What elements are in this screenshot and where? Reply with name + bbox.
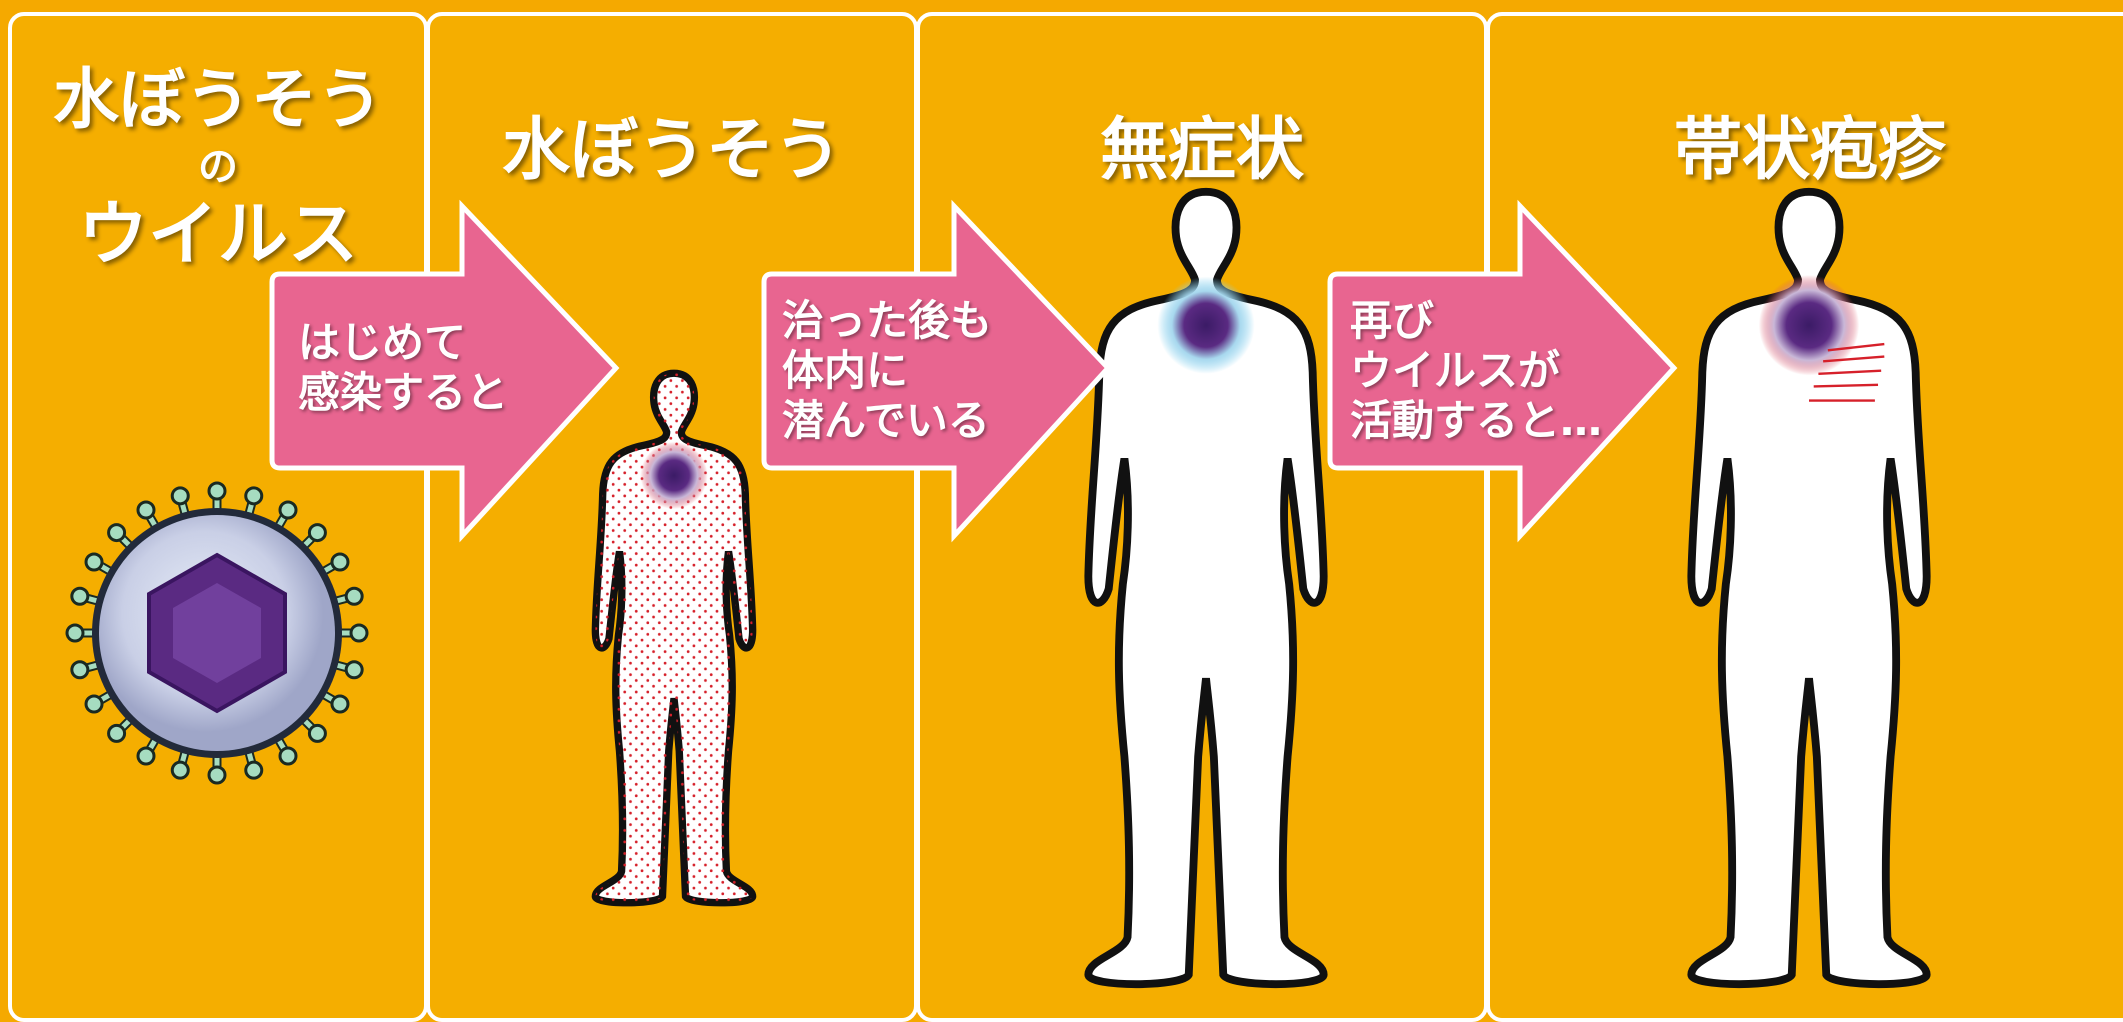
human-figure-icon (1065, 184, 1347, 992)
arrow-1 (269, 199, 620, 543)
panel-title: 無症状 (1099, 111, 1304, 190)
varicella-virus-icon (65, 481, 369, 785)
arrow-3-line3: 活動すると… (1350, 396, 1603, 445)
arrow-2 (761, 199, 1112, 543)
arrow-3-text: 再び ウイルスが 活動すると… (1350, 296, 1602, 446)
arrow-1-text: はじめて 感染すると (298, 318, 508, 418)
panel-shingles: 帯状疱疹 (1486, 12, 2123, 1022)
arrow-2-line1: 治った後も (782, 296, 993, 345)
human-figure-icon (579, 368, 769, 908)
human-figure-icon (1668, 184, 1950, 992)
arrow-3-line1: 再び (1350, 296, 1435, 345)
panel-asymptomatic: 無症状 (916, 12, 1488, 1022)
arrow-2-text: 治った後も 体内に 潜んでいる (782, 296, 992, 446)
arrow-1-line2: 感染すると (298, 368, 509, 417)
panel-title-line2: の (198, 144, 238, 190)
arrow-1-line1: はじめて (298, 318, 467, 367)
arrow-3-line2: ウイルスが (1350, 346, 1561, 395)
rash-lines-icon (1809, 342, 1885, 402)
panel-title: 帯状疱疹 (1673, 111, 1946, 190)
panel-title-line3: ウイルス (78, 193, 358, 275)
panel-title: 水ぼうそう (501, 111, 842, 190)
arrow-2-line2: 体内に (782, 346, 909, 395)
panel-virus: 水ぼうそう の ウイルス (8, 12, 428, 1022)
arrow-2-line3: 潜んでいる (782, 396, 990, 445)
panel-chickenpox: 水ぼうそう (426, 12, 918, 1022)
panel-title-line1: 水ぼうそう (53, 61, 383, 138)
arrow-3 (1327, 199, 1678, 543)
